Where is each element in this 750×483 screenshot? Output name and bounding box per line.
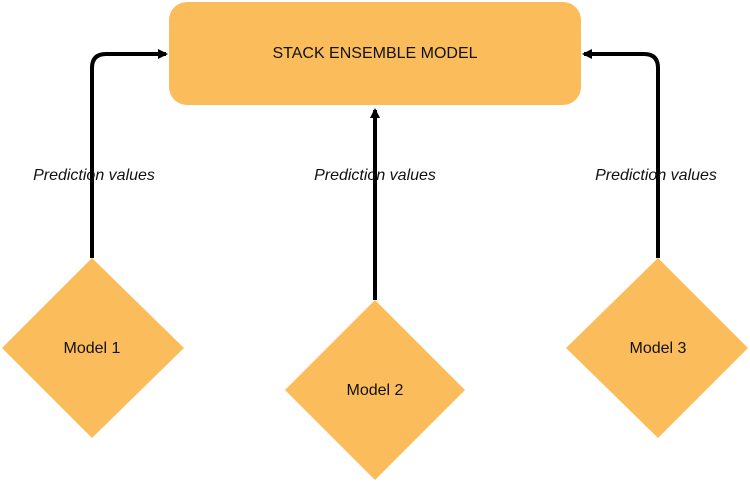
edge-label-model-3: Prediction values [595, 167, 717, 184]
model-1-node [2, 258, 184, 438]
model-2-label: Model 2 [347, 382, 404, 399]
model-2-node [285, 300, 465, 480]
edge-label-model-2: Prediction values [314, 167, 436, 184]
edge-model-3-to-ensemble [582, 49, 660, 258]
model-3-node [566, 258, 748, 438]
model-1-label: Model 1 [64, 340, 121, 357]
model-3-label: Model 3 [630, 340, 687, 357]
edge-model-1-to-ensemble [90, 49, 168, 258]
edge-label-model-1: Prediction values [33, 167, 155, 184]
ensemble-node [169, 2, 581, 105]
ensemble-node-label: STACK ENSEMBLE MODEL [272, 45, 477, 62]
